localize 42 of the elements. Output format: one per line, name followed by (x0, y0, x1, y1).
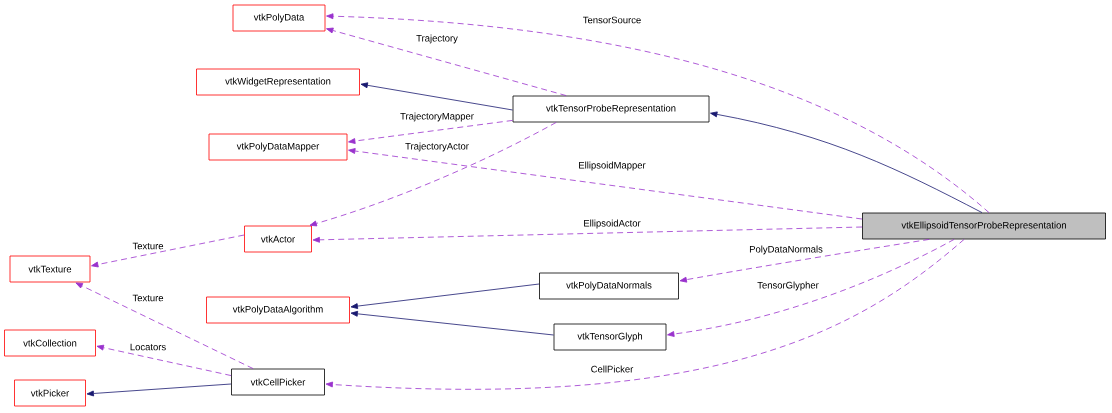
edge-label: TensorGlypher (756, 280, 820, 292)
arrow (96, 344, 232, 376)
arrow (75, 282, 254, 369)
class-box: vtkCellPicker (231, 368, 325, 396)
edge-label: CellPicker (589, 364, 635, 374)
arrow (710, 111, 983, 213)
edge-label: TensorSource (581, 15, 643, 25)
class-box: vtkTensorProbeRepresentation (512, 95, 710, 123)
edge-label: EllipsoidMapper (577, 160, 647, 172)
arrow (326, 27, 567, 96)
edge-label: Trajectory (415, 33, 459, 45)
arrow (667, 239, 955, 337)
class-box: vtkTexture (9, 255, 91, 283)
class-box: vtkPolyData (232, 4, 326, 32)
edge-label: PolyDataNormals (748, 244, 824, 256)
class-box: vtkWidgetRepresentation (196, 68, 360, 96)
arrow (360, 82, 513, 111)
arrow (679, 239, 930, 283)
class-box: vtkActor (244, 225, 312, 253)
class-box: vtkCollection (4, 329, 96, 357)
class-box: vtkPolyDataNormals (539, 272, 679, 300)
arrow (312, 226, 863, 243)
arrow (86, 383, 232, 397)
edge-label: TrajectoryActor (404, 141, 470, 153)
edge-label: TrajectoryMapper (399, 111, 475, 123)
arrow (350, 310, 554, 336)
edge-label: Texture (131, 241, 165, 251)
arrow (91, 234, 245, 268)
class-box: vtkTensorGlyph (553, 323, 667, 351)
class-box: vtkPolyDataAlgorithm (206, 296, 350, 324)
arrow (326, 13, 990, 213)
arrow (348, 148, 863, 220)
arrow (348, 120, 513, 144)
arrow (325, 239, 965, 390)
class-box: vtkPolyDataMapper (208, 133, 348, 161)
edge-label: Locators (128, 342, 168, 352)
class-box: vtkEllipsoidTensorProbeRepresentation (862, 212, 1106, 240)
edge-label: EllipsoidActor (582, 218, 642, 230)
arrow (350, 283, 540, 309)
edge-label: Texture (131, 293, 165, 303)
arrow (309, 122, 557, 227)
class-box: vtkPicker (14, 379, 86, 407)
